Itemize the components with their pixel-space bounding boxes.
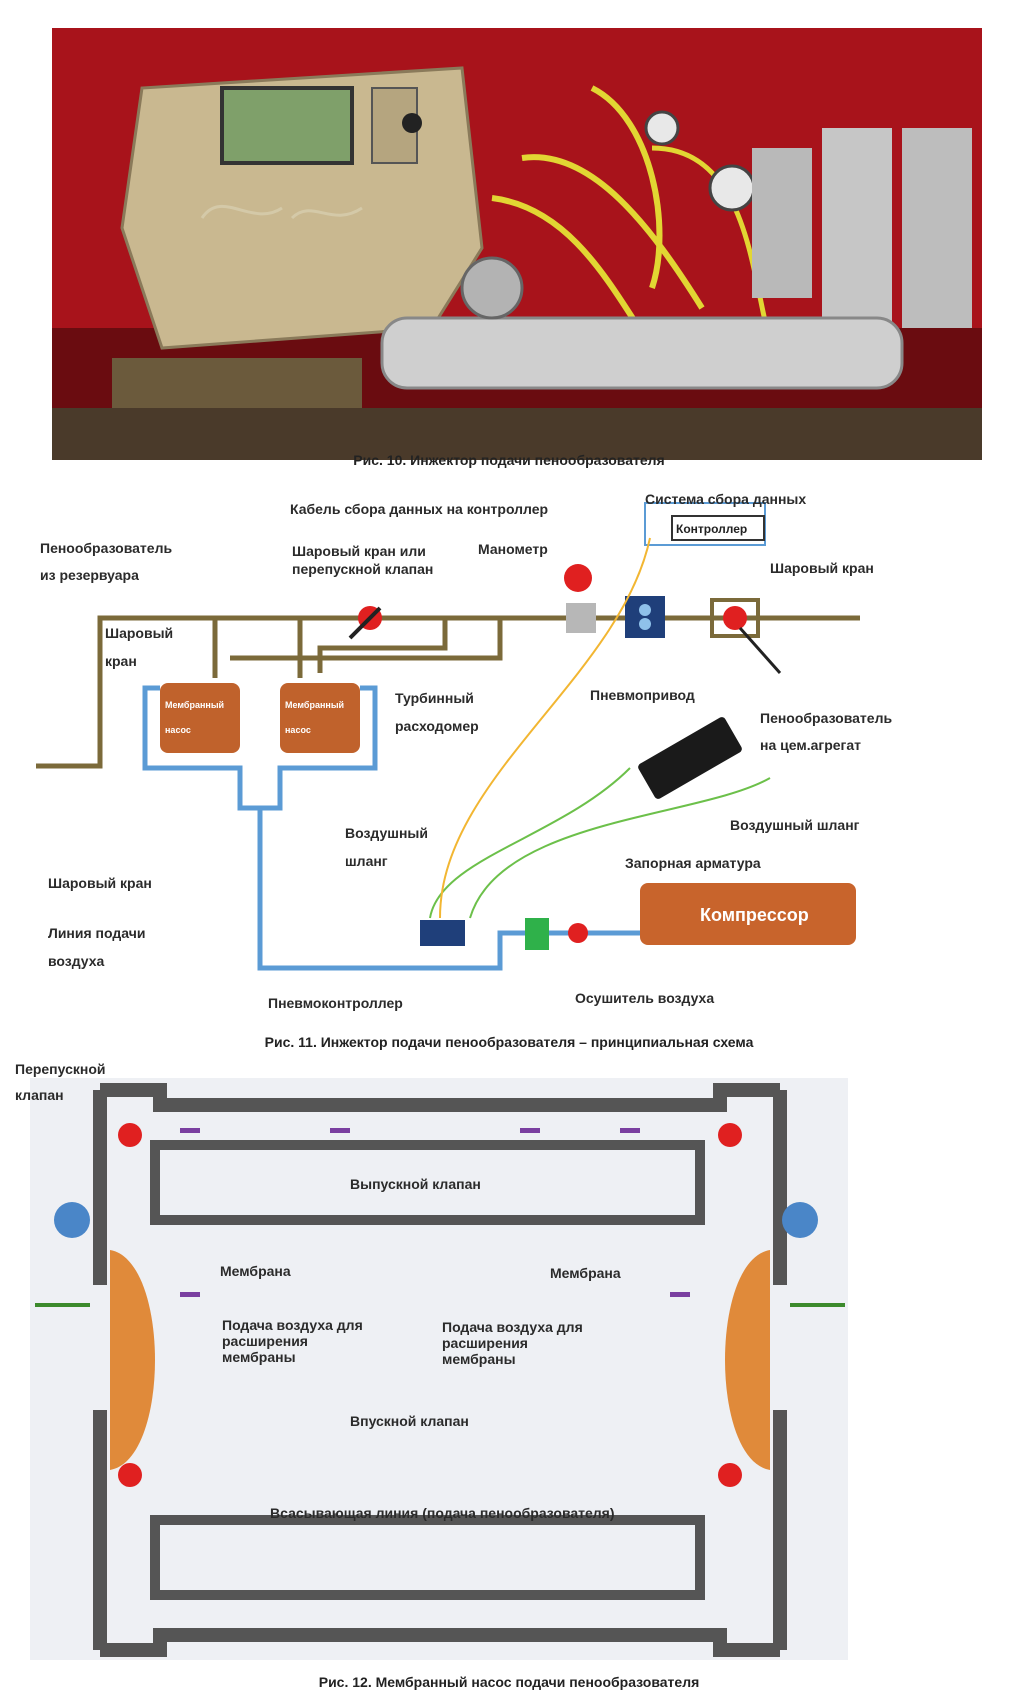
compressor-label: Компрессор <box>700 905 809 925</box>
label-turbine-1: Турбинный <box>395 690 474 706</box>
label-air-line-2: воздуха <box>48 953 105 969</box>
pump-right-label-2: насос <box>285 725 311 735</box>
foam-pipe <box>36 615 860 769</box>
label-shutoff: Запорная арматура <box>625 855 761 871</box>
pump-left-label-2: насос <box>165 725 191 735</box>
label-air-left-2: расширения <box>222 1333 308 1349</box>
label-ball-valve-1a: Шаровый <box>105 625 173 641</box>
bypass-cloud-left <box>54 1202 90 1238</box>
figure-12-caption: Рис. 12. Мембранный насос подачи пенообр… <box>318 1674 700 1690</box>
outlet-valve-chamber <box>150 1140 705 1225</box>
bypass-cloud-right <box>782 1202 818 1238</box>
figure-12-pump: Перепускной клапан Выпускной клапан Мемб… <box>15 1061 848 1660</box>
label-air-left-1: Подача воздуха для <box>222 1317 363 1333</box>
label-data-system: Система сбора данных <box>645 491 806 507</box>
label-data-cable: Кабель сбора данных на контроллер <box>290 501 548 517</box>
membrane-left <box>110 1250 155 1470</box>
label-foam-to-unit-2: на цем.агрегат <box>760 737 861 753</box>
label-manometer: Манометр <box>478 541 548 557</box>
label-bypass-1: Шаровый кран или <box>292 543 426 559</box>
label-air-left-3: мембраны <box>222 1349 296 1365</box>
label-air-right-3: мембраны <box>442 1351 516 1367</box>
label-ball-valve-right: Шаровый кран <box>770 560 874 576</box>
pump-right-label-1: Мембранный <box>285 700 344 710</box>
label-ball-valve-bottom: Шаровый кран <box>48 875 152 891</box>
injector-photo <box>52 28 982 460</box>
label-turbine-2: расходомер <box>395 718 479 734</box>
label-foam-source-2: из резервуара <box>40 567 139 583</box>
ball-valve-top-left <box>118 1123 142 1147</box>
pump-left-label-1: Мембранный <box>165 700 224 710</box>
label-suction-line: Всасывающая линия (подача пенообразовате… <box>270 1505 615 1521</box>
inlet-valve-chamber <box>150 1515 705 1600</box>
pump-background <box>30 1078 848 1660</box>
label-air-hose-left-2: шланг <box>345 853 388 869</box>
air-hose-green-2 <box>469 777 771 919</box>
figure-11-schematic: Мембранный насос Мембранный насос Компре… <box>36 491 892 1011</box>
air-hose-green <box>429 767 631 919</box>
ball-valve-right <box>723 606 747 630</box>
label-membrane-left: Мембрана <box>220 1263 291 1279</box>
ball-valve-bottom-left <box>118 1463 142 1487</box>
label-inlet-valve: Впускной клапан <box>350 1413 469 1429</box>
shutoff-valve <box>568 923 588 943</box>
controller-label: Контроллер <box>676 522 747 536</box>
label-bypass-2: клапан <box>15 1087 64 1103</box>
diaphragm-pump-left <box>160 683 240 753</box>
label-ball-valve-1b: кран <box>105 653 137 669</box>
controller-box <box>671 515 765 541</box>
ball-valve-top-right <box>718 1123 742 1147</box>
membrane-right <box>725 1250 770 1470</box>
flow-arrows <box>180 1128 690 1297</box>
label-foam-source-1: Пенообразователь <box>40 540 172 556</box>
compressor <box>640 883 856 945</box>
pump-housing <box>93 1083 787 1657</box>
air-dryer <box>525 918 549 950</box>
label-bypass-1: Перепускной <box>15 1061 106 1077</box>
ball-valve-bottom-right <box>718 1463 742 1487</box>
figure-11-caption: Рис. 11. Инжектор подачи пенообразовател… <box>264 1034 754 1050</box>
figure-10-caption: Рис. 10. Инжектор подачи пенообразовател… <box>353 452 665 468</box>
label-bypass-2: перепускной клапан <box>292 561 433 577</box>
pneumatic-drive <box>638 717 742 799</box>
label-air-right-2: расширения <box>442 1335 528 1351</box>
label-outlet-valve: Выпускной клапан <box>350 1176 481 1192</box>
turbine-flowmeter <box>625 596 665 638</box>
manometer-body <box>566 603 596 633</box>
label-air-dryer: Осушитель воздуха <box>575 990 714 1006</box>
injector-photo-drawing <box>52 28 982 460</box>
label-air-line-1: Линия подачи <box>48 925 145 941</box>
label-pneumatic-drive: Пневмопривод <box>590 687 695 703</box>
data-cable <box>439 537 651 919</box>
label-air-right-1: Подача воздуха для <box>442 1319 583 1335</box>
label-membrane-right: Мембрана <box>550 1265 621 1281</box>
label-air-hose-left-1: Воздушный <box>345 825 428 841</box>
diaphragm-pump-right <box>280 683 360 753</box>
label-pneumo-controller: Пневмоконтроллер <box>268 995 403 1011</box>
label-air-hose-right: Воздушный шланг <box>730 817 860 833</box>
pneumo-controller <box>420 920 465 946</box>
manometer-icon <box>564 564 592 592</box>
label-foam-to-unit-1: Пенообразователь <box>760 710 892 726</box>
